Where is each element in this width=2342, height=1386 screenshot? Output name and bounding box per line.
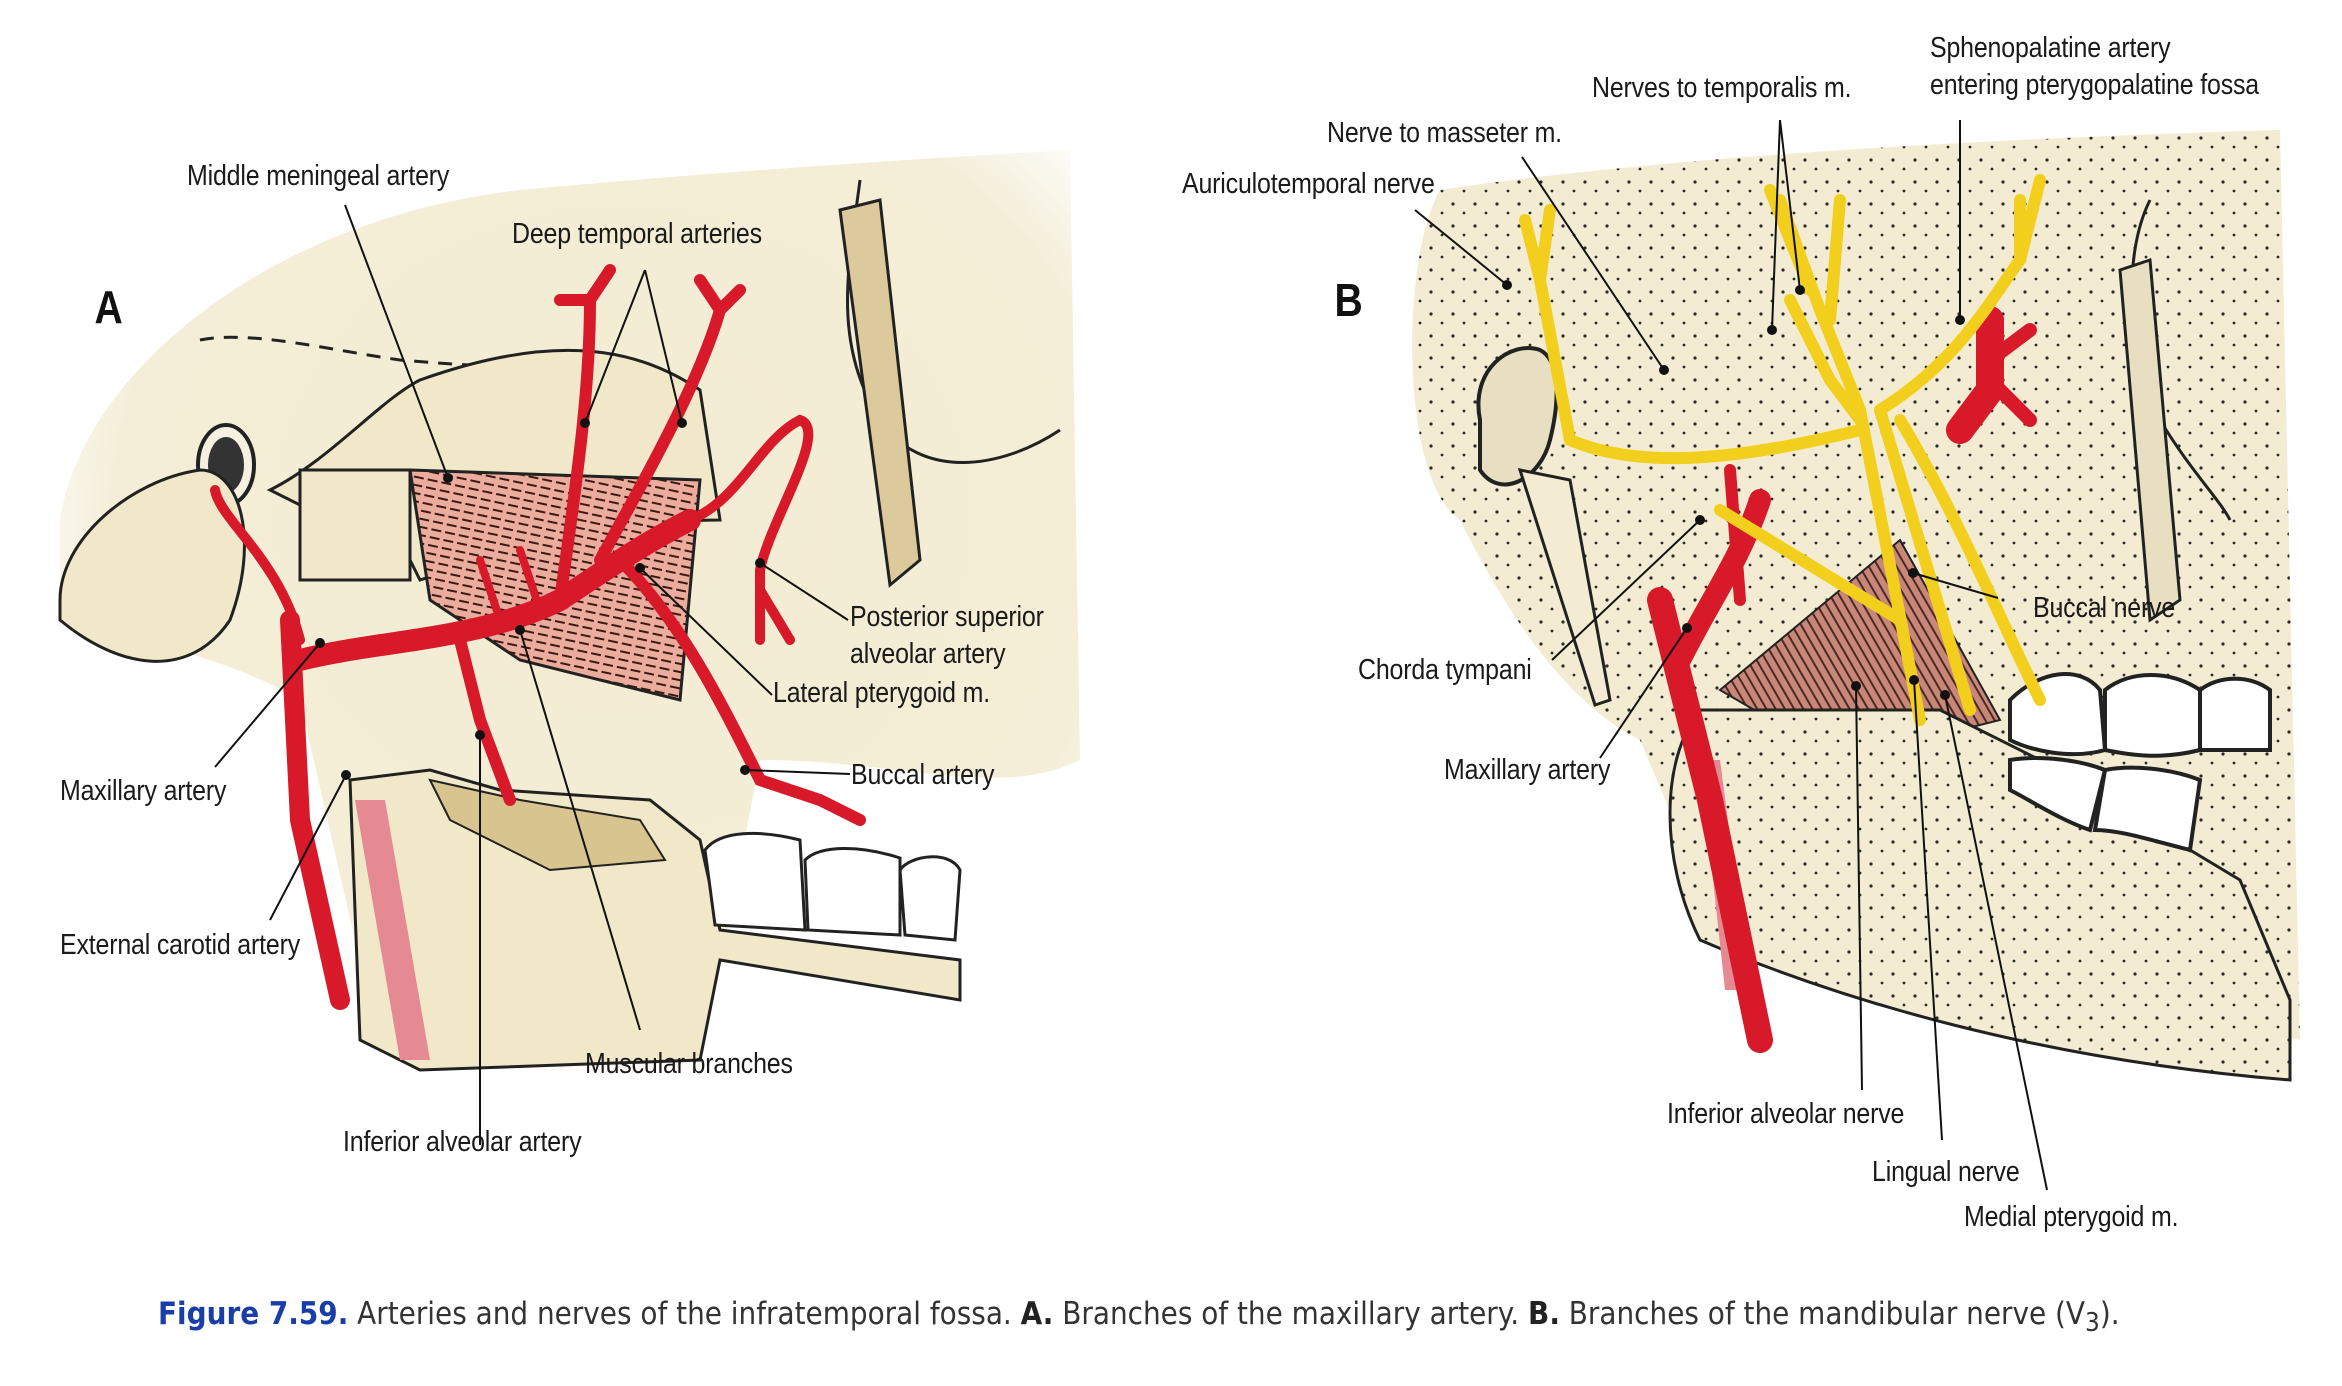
maxillary-branch-b (1669, 489, 1771, 671)
coronoid-block (298, 468, 412, 582)
label-sphenopalatine-artery-1: Sphenopalatine artery (1930, 32, 2171, 64)
caption-text: Arteries and nerves of the infratemporal… (348, 1296, 1021, 1332)
label-auriculotemporal-nerve: Auriculotemporal nerve (1182, 168, 1435, 200)
inferior-alveolar-vessel (454, 634, 516, 806)
panel-a-illustration (58, 150, 1080, 1145)
label-maxillary-artery-b: Maxillary artery (1444, 754, 1611, 786)
label-muscular-branches: Muscular branches (585, 1048, 793, 1080)
label-nerves-to-temporalis: Nerves to temporalis m. (1592, 72, 1852, 104)
label-chorda-tympani: Chorda tympani (1358, 654, 1532, 686)
label-external-carotid-artery: External carotid artery (60, 929, 301, 961)
label-sphenopalatine-artery-2: entering pterygopalatine fossa (1930, 69, 2259, 101)
panel-a-leader-lines (214, 204, 851, 1145)
caption-part-a-text: Branches of the maxillary artery. (1053, 1296, 1529, 1332)
mastoid-outline (58, 468, 246, 663)
label-deep-temporal-arteries: Deep temporal arteries (512, 218, 762, 250)
mandibular-trunk (1854, 404, 1926, 726)
caption-part-b-end: ). (2099, 1296, 2120, 1332)
external-carotid-artery-vessel (280, 610, 350, 1010)
panel-b-mandibular-nerve: B Sphenopalatine artery entering pterygo… (1140, 0, 2342, 1250)
chorda-tympani-vessel (1714, 504, 1906, 626)
panel-b-letter: B (1334, 274, 1363, 326)
panel-b-illustration (1412, 119, 2300, 1191)
temporalis-nerve-2 (1874, 174, 2046, 416)
zygomatic-process (838, 198, 922, 588)
teeth-b (2008, 672, 2272, 853)
label-lateral-pterygoid: Lateral pterygoid m. (773, 677, 990, 709)
panel-b-leader-dots (1502, 280, 1965, 700)
label-maxillary-artery: Maxillary artery (60, 775, 227, 807)
label-inferior-alveolar-artery: Inferior alveolar artery (343, 1126, 582, 1158)
nerve-to-masseter-vessel (1784, 294, 1866, 426)
label-posterior-superior-alveolar-artery-1: Posterior superior (850, 601, 1044, 633)
buccal-artery-vessel (614, 554, 866, 826)
muscular-branch-vessel (476, 546, 544, 624)
mandible-b (1668, 708, 2292, 1082)
middle-meningeal-vessel (210, 485, 305, 645)
label-nerve-to-masseter: Nerve to masseter m. (1327, 117, 1562, 149)
artery-tree-b (1647, 306, 2037, 1053)
auriculotemporal-nerve-vessel (1519, 204, 1866, 465)
sphenopalatine-artery-vessel (1946, 306, 2004, 444)
posterior-superior-alveolar-vessel (685, 414, 814, 645)
panel-b-leader-lines (1414, 119, 2048, 1191)
panel-a-leader-dots (315, 418, 765, 780)
label-middle-meningeal-artery: Middle meningeal artery (187, 160, 450, 192)
label-lingual-nerve: Lingual nerve (1872, 1156, 2020, 1188)
middle-meningeal-b (1724, 464, 1746, 606)
caption-subscript: 3 (2085, 1308, 2100, 1339)
artery-tree (210, 264, 866, 1010)
label-buccal-artery: Buccal artery (851, 759, 995, 791)
pterygoid-plate (2118, 257, 2182, 623)
label-medial-pterygoid: Medial pterygoid m. (1964, 1201, 2179, 1233)
caption-part-b-marker: B. (1528, 1296, 1560, 1332)
ramus-muscle-stripe (355, 800, 430, 1060)
lingual-nerve-vessel (1874, 404, 1976, 716)
deep-temporal-vessel-2 (594, 274, 746, 566)
caption-part-b-text: Branches of the mandibular nerve (V (1559, 1296, 2086, 1332)
sphenopalatine-branch (1983, 323, 2037, 427)
mandibular-notch-bone (428, 778, 667, 872)
buccal-nerve-vessel (1894, 414, 2046, 706)
panel-a-maxillary-artery: A Middle meningeal artery Deep temporal … (0, 0, 1140, 1250)
nerve-tree (1519, 174, 2046, 726)
label-buccal-nerve: Buccal nerve (2033, 592, 2176, 624)
maxillary-artery-vessel (289, 509, 701, 671)
caption-part-a-marker: A. (1020, 1296, 1054, 1332)
label-posterior-superior-alveolar-artery-2: alveolar artery (850, 638, 1006, 670)
teeth (703, 832, 962, 942)
label-inferior-alveolar-nerve: Inferior alveolar nerve (1667, 1098, 1905, 1130)
lateral-pterygoid-muscle (408, 468, 702, 702)
panel-a-letter: A (94, 281, 123, 333)
styloid-process (1517, 468, 1612, 707)
figure-caption: Figure 7.59. Arteries and nerves of the … (158, 1296, 2120, 1338)
figure-number: Figure 7.59. (158, 1296, 349, 1332)
